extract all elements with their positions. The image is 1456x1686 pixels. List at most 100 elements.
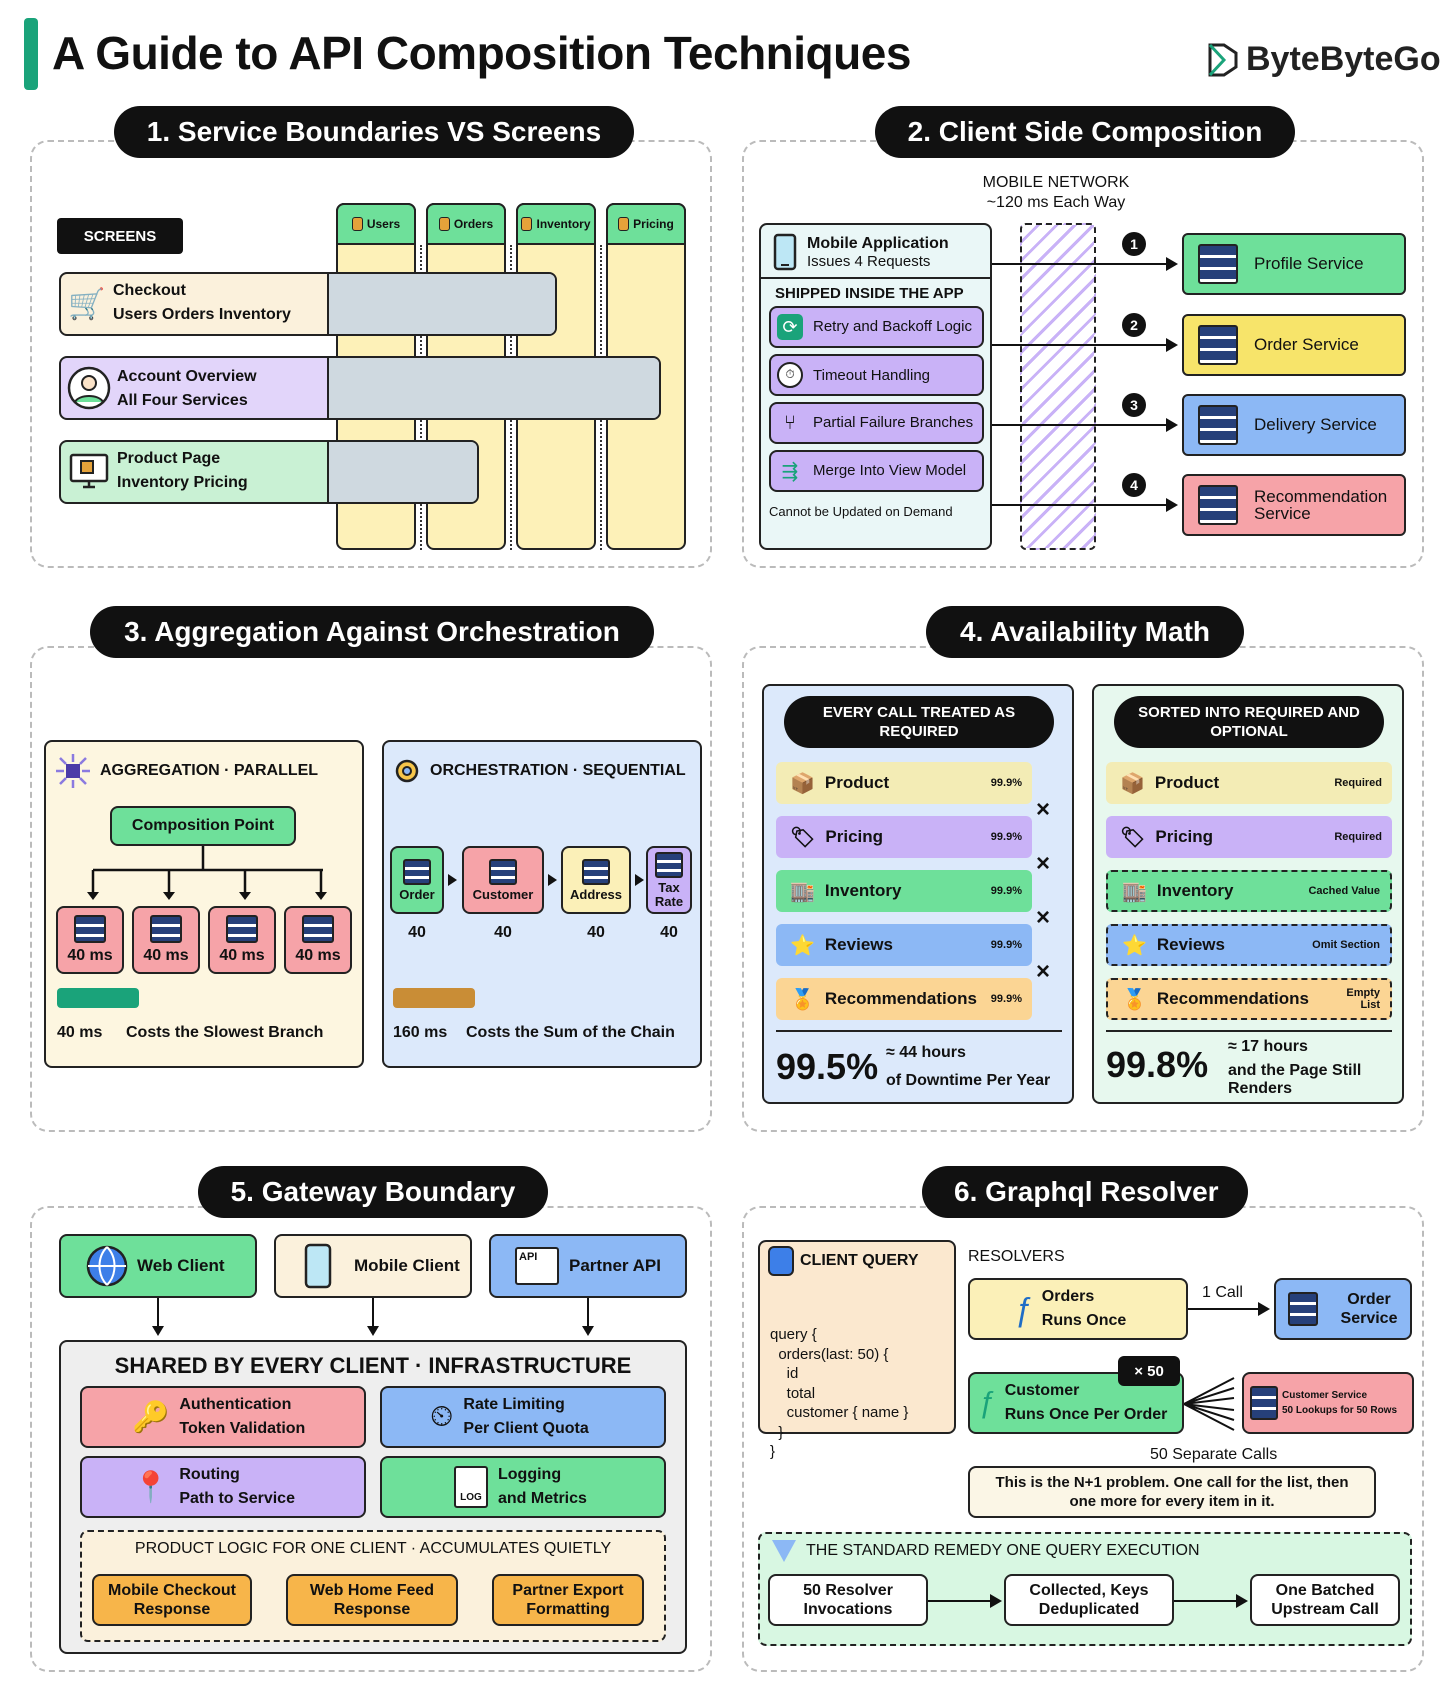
server-icon xyxy=(1288,1292,1318,1326)
database-icon xyxy=(438,217,450,231)
screen-services: All Four Services xyxy=(117,392,248,409)
availability-right-total: 99.8% xyxy=(1106,1044,1209,1085)
server-icon xyxy=(302,915,334,943)
section-1-title: 1. Service Boundaries VS Screens xyxy=(114,106,634,158)
bytebytego-logo-icon xyxy=(1208,43,1238,76)
availability-left-note2: of Downtime Per Year xyxy=(886,1072,1051,1089)
reviews-icon: ⭐ xyxy=(1122,934,1147,957)
app-footer: Cannot be Updated on Demand xyxy=(769,504,953,519)
brand-name: ByteByteGo xyxy=(1246,40,1441,78)
column-users-head: Users xyxy=(336,203,416,245)
gauge-icon: ⏲ xyxy=(430,1400,454,1433)
aggregation-node: 40 ms xyxy=(284,906,352,974)
screen-title: Checkout xyxy=(113,282,186,299)
aggregation-latency-bar xyxy=(57,988,139,1008)
phone-icon xyxy=(773,233,797,271)
filter-icon xyxy=(772,1540,796,1562)
arrow-head xyxy=(635,874,644,886)
arrow-head xyxy=(1166,498,1178,512)
availability-left-note1: ≈ 44 hours xyxy=(886,1044,966,1061)
multiply-sign: × xyxy=(1036,958,1051,985)
logic-mobile-checkout: Mobile Checkout Response xyxy=(92,1574,252,1626)
product-logic-label: PRODUCT LOGIC FOR ONE CLIENT · ACCUMULAT… xyxy=(134,1540,612,1557)
database-icon xyxy=(521,217,533,231)
web-client: Web Client xyxy=(59,1234,257,1298)
api-gear-icon: API xyxy=(515,1247,559,1285)
app-title: Mobile Application xyxy=(807,234,949,252)
orchestration-latency-bar xyxy=(393,988,475,1008)
phone-icon xyxy=(304,1243,332,1289)
server-icon xyxy=(74,915,106,943)
logic-web-home-feed: Web Home Feed Response xyxy=(286,1574,458,1626)
keys-icon: 🔑 xyxy=(132,1400,170,1434)
partner-api-client: API Partner API xyxy=(489,1234,687,1298)
orchestration-node: Order xyxy=(390,846,444,914)
log-file-icon: LOG xyxy=(454,1466,488,1508)
order-service: Order Service xyxy=(1274,1278,1412,1340)
availability-left-head: EVERY CALL TREATED AS REQUIRED xyxy=(784,696,1054,748)
warehouse-icon: 🏬 xyxy=(1122,880,1147,903)
app-item-merge: ⇶Merge Into View Model xyxy=(769,450,984,492)
recommendation-icon: 🏅 xyxy=(1122,988,1147,1011)
orchestration-caption: Costs the Sum of the Chain xyxy=(466,1024,675,1041)
service-recommendation: Recommendation Service xyxy=(1182,474,1406,536)
arrow-head xyxy=(1166,257,1178,271)
mobile-network-zone xyxy=(1020,223,1096,550)
fanout-arrows xyxy=(1184,1377,1235,1431)
aggregation-node: 40 ms xyxy=(208,906,276,974)
client-arrow xyxy=(587,1298,589,1328)
times-50-badge: × 50 xyxy=(1118,1356,1180,1386)
screen-title: Account Overview xyxy=(117,368,257,385)
aggregation-header: AGGREGATION · PARALLEL xyxy=(54,752,318,790)
request-number: 4 xyxy=(1122,473,1146,497)
request-number: 1 xyxy=(1122,232,1146,256)
route-pin-icon: 📍 xyxy=(132,1470,170,1504)
arrow-head xyxy=(548,874,557,886)
logic-partner-export: Partner Export Formatting xyxy=(492,1574,644,1626)
screens-label: SCREENS xyxy=(57,218,183,254)
app-item-partial-failure: ⑂Partial Failure Branches xyxy=(769,402,984,444)
availability-left-total: 99.5% xyxy=(776,1046,879,1087)
remedy-step-3: One Batched Upstream Call xyxy=(1250,1574,1400,1626)
server-icon xyxy=(1198,244,1238,284)
section-6-title: 6. Graphql Resolver xyxy=(922,1166,1248,1218)
arrow-head xyxy=(152,1326,164,1336)
server-icon xyxy=(150,915,182,943)
remedy-step-2: Collected, Keys Deduplicated xyxy=(1004,1574,1174,1626)
header-accent-bar xyxy=(24,18,38,90)
recommendation-icon: 🏅 xyxy=(790,988,815,1011)
server-icon xyxy=(1198,325,1238,365)
availability-right-note1: ≈ 17 hours xyxy=(1228,1038,1308,1055)
request-arrow xyxy=(992,263,1170,265)
mobile-client: Mobile Client xyxy=(274,1234,472,1298)
globe-icon xyxy=(86,1245,128,1287)
orchestration-latency: 40 xyxy=(660,924,678,941)
divider xyxy=(1106,1030,1392,1032)
service-delivery: Delivery Service xyxy=(1182,394,1406,456)
aggregation-node: 40 ms xyxy=(56,906,124,974)
arrow-head xyxy=(1236,1594,1248,1608)
shared-infra-label: SHARED BY EVERY CLIENT · INFRASTRUCTURE xyxy=(114,1353,632,1378)
aggregation-node: 40 ms xyxy=(132,906,200,974)
client-arrow xyxy=(157,1298,159,1328)
arrow-head xyxy=(990,1594,1002,1608)
client-arrow xyxy=(372,1298,374,1328)
orchestration-latency: 40 xyxy=(587,924,605,941)
arrow-head xyxy=(1166,418,1178,432)
server-icon xyxy=(226,915,258,943)
server-icon xyxy=(489,858,517,885)
shipped-label: SHIPPED INSIDE THE APP xyxy=(775,285,964,302)
server-icon xyxy=(655,851,683,878)
branch-icon: ⑂ xyxy=(784,411,796,434)
app-item-timeout: ⏱Timeout Handling xyxy=(769,354,984,396)
